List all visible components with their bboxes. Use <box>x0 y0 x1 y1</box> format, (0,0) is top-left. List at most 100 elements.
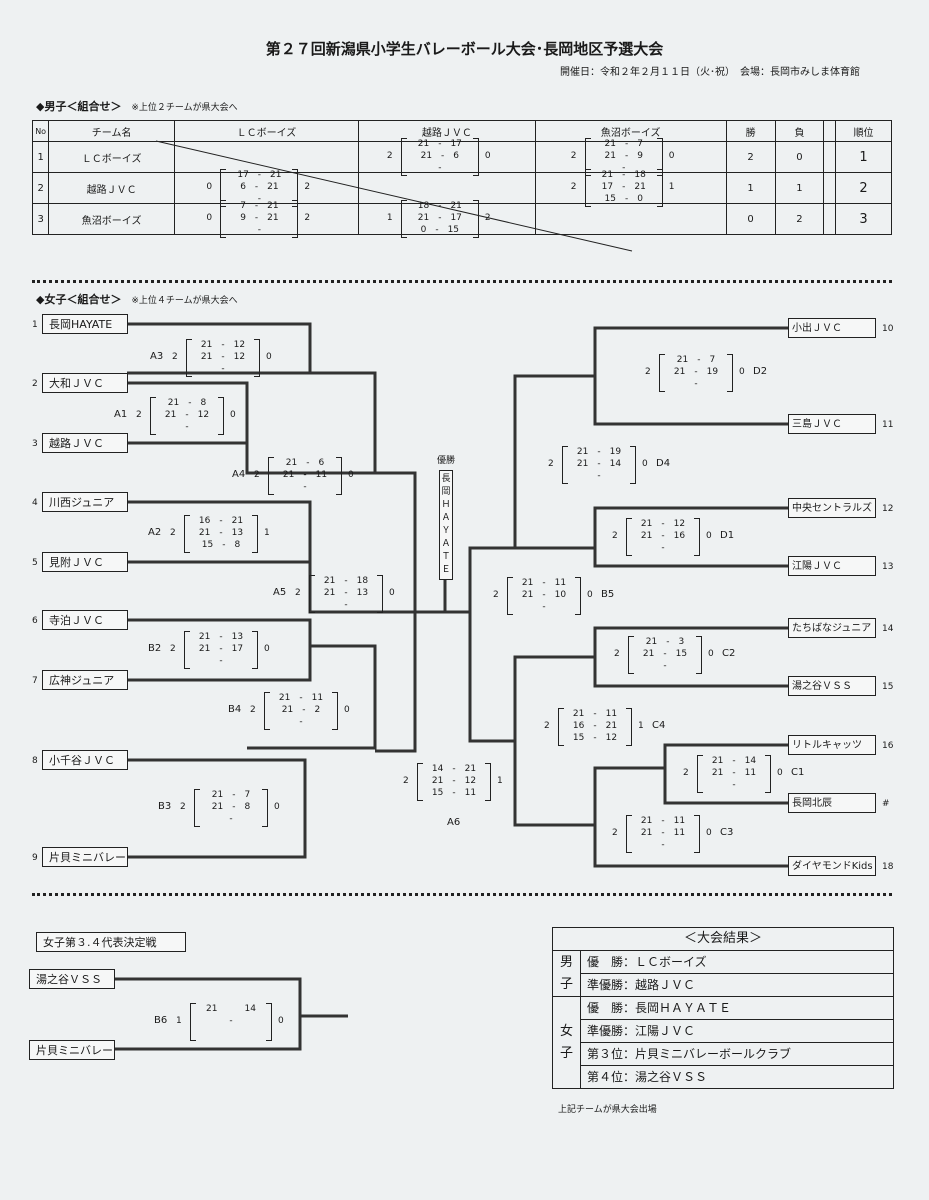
set-score: 21 - 7 <box>676 355 716 365</box>
team-box: 広神ジュニア <box>42 670 128 690</box>
set-score: 21 - 18 <box>601 170 646 180</box>
match-cell <box>173 141 359 173</box>
set-score: 17 - 21 <box>237 170 282 180</box>
score-right: 0 <box>739 367 745 377</box>
boys-note: ※上位２チームが県大会へ <box>131 103 238 113</box>
bracket-left <box>562 446 568 484</box>
champion-char: 長 <box>441 474 451 484</box>
match-cell <box>534 203 727 235</box>
set-score: 21 - 11 <box>278 693 324 703</box>
bracket-left <box>659 354 665 392</box>
set-score: 21 14 <box>206 1004 256 1014</box>
header-wins: 勝 <box>725 120 776 142</box>
set-score: 21 - 19 <box>576 447 622 457</box>
score-right: 0 <box>777 768 783 778</box>
row-wins: 2 <box>725 141 776 173</box>
set-score: 21 - 13 <box>198 632 244 642</box>
score-left: 2 <box>250 705 256 715</box>
score-right: 1 <box>668 182 675 192</box>
set-score: - <box>661 543 665 553</box>
team-box: 長岡HAYATE <box>42 314 128 334</box>
set-score: 21 - 11 <box>572 709 618 719</box>
set-score: 21 - 11 <box>640 816 686 826</box>
results-girls-label: 女子 <box>553 997 581 1088</box>
set-score: 21 - 12 <box>200 340 246 350</box>
team-seed: 11 <box>882 420 894 430</box>
set-score: 21 - 7 <box>604 139 643 149</box>
set-score: 15 - 11 <box>431 788 477 798</box>
score-left: 2 <box>386 151 393 161</box>
bracket-right <box>292 200 299 238</box>
team-seed: 2 <box>32 379 38 389</box>
row-spacer <box>823 172 837 204</box>
divider-dotted-2 <box>32 893 892 896</box>
score-left: 2 <box>612 531 618 541</box>
team-seed: # <box>882 799 890 809</box>
set-score: - <box>185 422 189 432</box>
score-right: 0 <box>230 410 236 420</box>
score-left: 2 <box>612 828 618 838</box>
set-score: 21 - 11 <box>521 578 567 588</box>
score-right: 0 <box>484 151 491 161</box>
bracket-right <box>254 339 260 377</box>
set-score: 21 - 19 <box>673 367 719 377</box>
match-code: A6 <box>447 817 461 828</box>
team-box: 越路ＪＶＣ <box>42 433 128 453</box>
score-left: 2 <box>403 776 409 786</box>
header-lc-boys: ＬＣボーイズ <box>173 120 359 142</box>
score-right: 0 <box>278 1016 284 1026</box>
bracket-left <box>417 763 423 801</box>
playoff-team-2: 片貝ミニバレー <box>29 1040 115 1060</box>
set-score: 21 - 12 <box>164 410 210 420</box>
score-left: 2 <box>136 410 142 420</box>
bracket-left <box>309 575 315 613</box>
set-score: 21 - 12 <box>640 519 686 529</box>
team-box: 江陽ＪＶＣ <box>788 556 876 576</box>
score-right: 1 <box>638 721 644 731</box>
set-score: - <box>694 379 698 389</box>
match-code: D4 <box>656 458 671 469</box>
set-score: 14 - 21 <box>431 764 477 774</box>
set-score: 21 - 6 <box>285 458 325 468</box>
team-seed: 3 <box>32 439 38 449</box>
row-no: 3 <box>31 203 50 235</box>
score-right: 1 <box>497 776 503 786</box>
set-score: - <box>257 225 262 235</box>
set-scores: 21 14- <box>196 1003 266 1027</box>
bracket-right <box>472 200 479 238</box>
set-score: 21 - 6 <box>420 151 460 161</box>
results-boys-rows: 優 勝：ＬＣボーイズ準優勝：越路ＪＶＣ <box>581 951 893 996</box>
row-team: 魚沼ボーイズ <box>48 203 175 235</box>
set-score: 9 - 21 <box>240 213 279 223</box>
bracket-right <box>626 708 632 746</box>
boys-heading: ◆男子＜組合せ＞ ※上位２チームが県大会へ <box>36 101 238 113</box>
playoff-heading: 女子第３.４代表決定戦 <box>36 932 186 952</box>
row-no: 2 <box>31 172 50 204</box>
result-row: 第４位：湯之谷ＶＳＳ <box>587 1070 708 1084</box>
set-score: 0 - 15 <box>420 225 460 235</box>
bracket-right <box>485 763 491 801</box>
set-score: - <box>229 814 233 824</box>
header-spacer <box>823 120 837 142</box>
bracket-right <box>765 755 771 793</box>
header-losses: 負 <box>774 120 825 142</box>
set-score: 21 - 11 <box>640 828 686 838</box>
bracket-right <box>696 636 702 674</box>
